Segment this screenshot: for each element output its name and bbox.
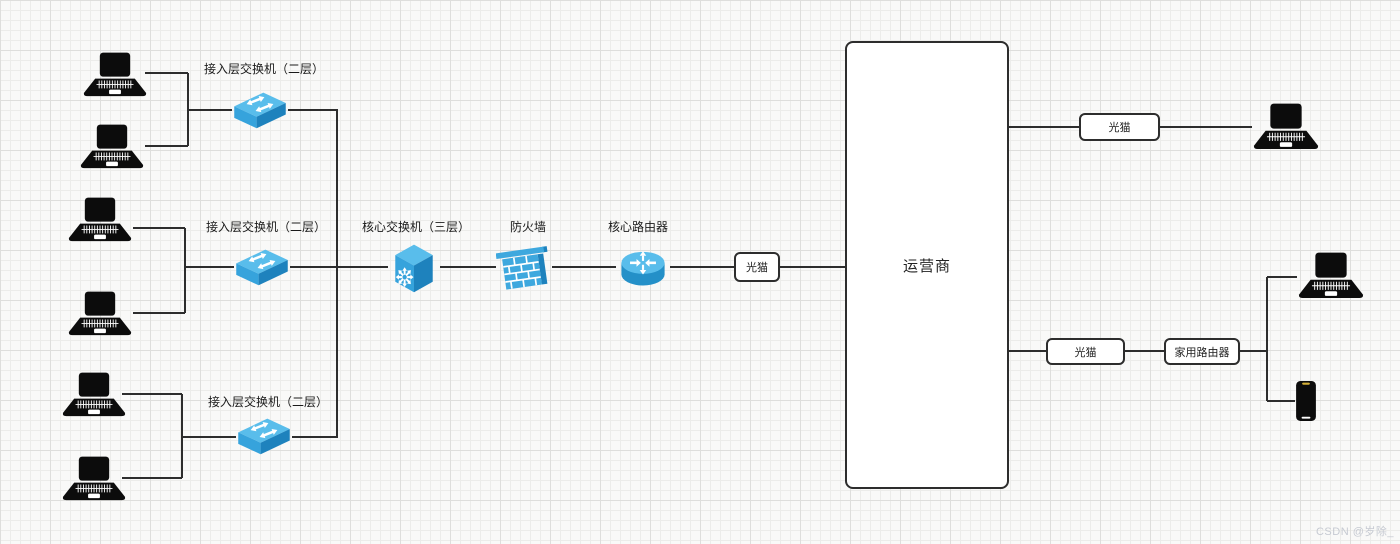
- l2-switch-icon: [234, 92, 286, 129]
- core-switch-label: 核心交换机（三层）: [361, 220, 471, 234]
- l2-switch-icon: [236, 249, 288, 286]
- optical-modem-label: 光猫: [1108, 122, 1131, 134]
- access-switch-1-label: 接入层交换机（二层）: [203, 62, 325, 76]
- connector-switch-bus: [288, 109, 338, 438]
- laptop-icon: [62, 372, 126, 417]
- connector-isp-bottom-branch: [1009, 276, 1297, 402]
- access-switch-2-label: 接入层交换机（二层）: [205, 220, 327, 234]
- connector-laptops-to-switch2: [133, 227, 234, 314]
- connector-laptops-to-switch3: [122, 393, 236, 479]
- laptop-icon: [68, 291, 132, 336]
- connector-laptops-to-switch1: [145, 72, 232, 147]
- home-router-box: 家用路由器: [1164, 338, 1240, 365]
- l2-switch-icon: [238, 418, 290, 455]
- watermark: CSDN @岁除_: [1315, 526, 1394, 538]
- laptop-icon: [80, 124, 144, 169]
- optical-modem-box: 光猫: [1046, 338, 1125, 365]
- access-switch-3-label: 接入层交换机（二层）: [207, 395, 329, 409]
- laptop-icon: [1298, 252, 1364, 298]
- optical-modem-label: 光猫: [746, 262, 768, 274]
- router-icon: [621, 251, 665, 286]
- home-router-label: 家用路由器: [1174, 346, 1230, 359]
- laptop-icon: [1253, 103, 1319, 149]
- core-router-label: 核心路由器: [607, 220, 669, 234]
- isp-label: 运营商: [902, 257, 951, 275]
- firewall-icon: [496, 246, 548, 290]
- laptop-icon: [62, 456, 126, 501]
- optical-modem-box: 光猫: [734, 252, 780, 282]
- optical-modem-label: 光猫: [1074, 346, 1097, 359]
- firewall-label: 防火墙: [509, 220, 547, 234]
- l3-switch-icon: [395, 244, 433, 293]
- laptop-icon: [68, 197, 132, 242]
- phone-icon: [1296, 381, 1316, 421]
- isp-box: 运营商: [845, 41, 1009, 489]
- laptop-icon: [83, 52, 147, 97]
- optical-modem-box: 光猫: [1079, 113, 1160, 141]
